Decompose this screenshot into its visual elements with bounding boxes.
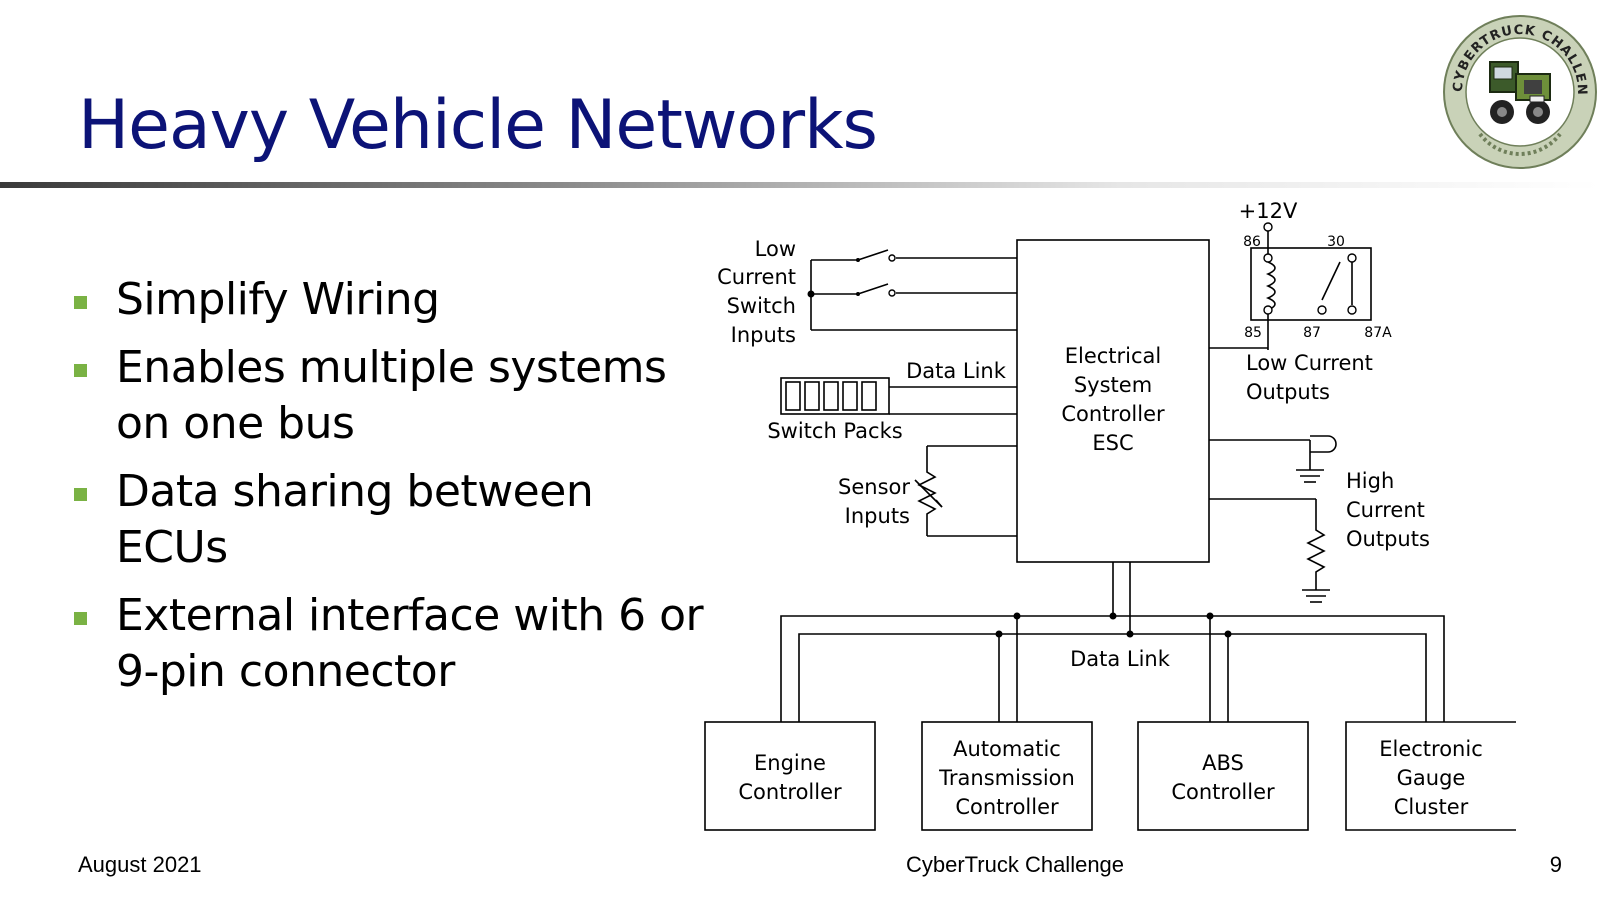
data-link-label: Data Link: [906, 359, 1007, 383]
bullet-text: Enables multiple systems on one bus: [116, 342, 667, 449]
high-current-outputs-label: Current: [1346, 498, 1425, 522]
switch-packs-label: Switch Packs: [767, 419, 902, 443]
switch-input-label: Low: [755, 237, 796, 261]
footer-date: August 2021: [78, 852, 202, 877]
module-label: Automatic: [953, 737, 1061, 761]
module-label: Controller: [1171, 780, 1275, 804]
low-current-outputs-label: Outputs: [1246, 380, 1330, 404]
module-label: Controller: [738, 780, 842, 804]
module-box: [921, 721, 1093, 831]
module-label: Electronic: [1379, 737, 1483, 761]
switch-pack-icon: [780, 377, 890, 415]
relay-pin-label: 85: [1244, 325, 1262, 341]
cybertruck-challenge-logo: CYBERTRUCK CHALLENGE: [1440, 12, 1597, 169]
data-link-bus-low: [798, 633, 1427, 722]
bullet-text: Data sharing between ECUs: [116, 466, 594, 573]
module-box: [1345, 721, 1516, 831]
sensor-resistor-icon: [917, 446, 937, 536]
slide-title: Heavy Vehicle Networks: [78, 86, 878, 165]
module-box: [1137, 721, 1309, 831]
sensor-inputs-label: Inputs: [845, 504, 910, 528]
bullet-text: Simplify Wiring: [116, 274, 440, 325]
square-bullet-icon: [74, 296, 87, 309]
footer-title: CyberTruck Challenge: [905, 852, 1125, 877]
truck-logo-icon: [1489, 61, 1551, 124]
relay-pin-label: 86: [1243, 234, 1261, 250]
supply-label: +12V: [1239, 199, 1298, 223]
module-label: ABS: [1202, 751, 1244, 775]
square-bullet-icon: [74, 488, 87, 501]
data-link-bus-label: Data Link: [1070, 647, 1171, 671]
module-label: Cluster: [1394, 795, 1469, 819]
bullet-text: External interface with 6 or 9-pin conne…: [116, 590, 704, 697]
square-bullet-icon: [74, 364, 87, 377]
relay-icon: [1250, 247, 1372, 321]
square-bullet-icon: [74, 612, 87, 625]
module-box: [704, 721, 876, 831]
bullet-item: External interface with 6 or 9-pin conne…: [70, 588, 710, 700]
low-current-outputs-label: Low Current: [1246, 351, 1373, 375]
esc-label: Electrical: [1065, 344, 1162, 368]
switch-input-label: Switch: [727, 294, 796, 318]
relay-pin-label: 87: [1303, 325, 1321, 341]
module-label: Transmission: [938, 766, 1075, 790]
module-label: Engine: [754, 751, 826, 775]
lamp-icon: [1310, 435, 1337, 453]
module-label: Controller: [955, 795, 1059, 819]
bullet-list: Simplify Wiring Enables multiple systems…: [70, 272, 710, 712]
switch-input-label: Current: [717, 265, 796, 289]
bullet-item: Simplify Wiring: [70, 272, 710, 328]
esc-label: System: [1074, 373, 1152, 397]
switch-icon: [857, 283, 889, 295]
bullet-item: Data sharing between ECUs: [70, 464, 710, 576]
relay-pin-label: 30: [1327, 234, 1345, 250]
bullet-item: Enables multiple systems on one bus: [70, 340, 710, 452]
high-current-outputs-label: Outputs: [1346, 527, 1430, 551]
module-label: Gauge: [1397, 766, 1466, 790]
esc-label: Controller: [1061, 402, 1165, 426]
esc-box: [1016, 239, 1210, 563]
page-number: 9: [1549, 852, 1562, 877]
load-resistor-icon: [1306, 499, 1326, 590]
title-divider: [0, 182, 1600, 188]
esc-label: ESC: [1092, 431, 1133, 455]
relay-pin-label: 87A: [1364, 325, 1392, 341]
switch-input-label: Inputs: [731, 323, 796, 347]
high-current-outputs-label: High: [1346, 469, 1394, 493]
switch-icon: [857, 249, 889, 261]
sensor-inputs-label: Sensor: [838, 475, 910, 499]
